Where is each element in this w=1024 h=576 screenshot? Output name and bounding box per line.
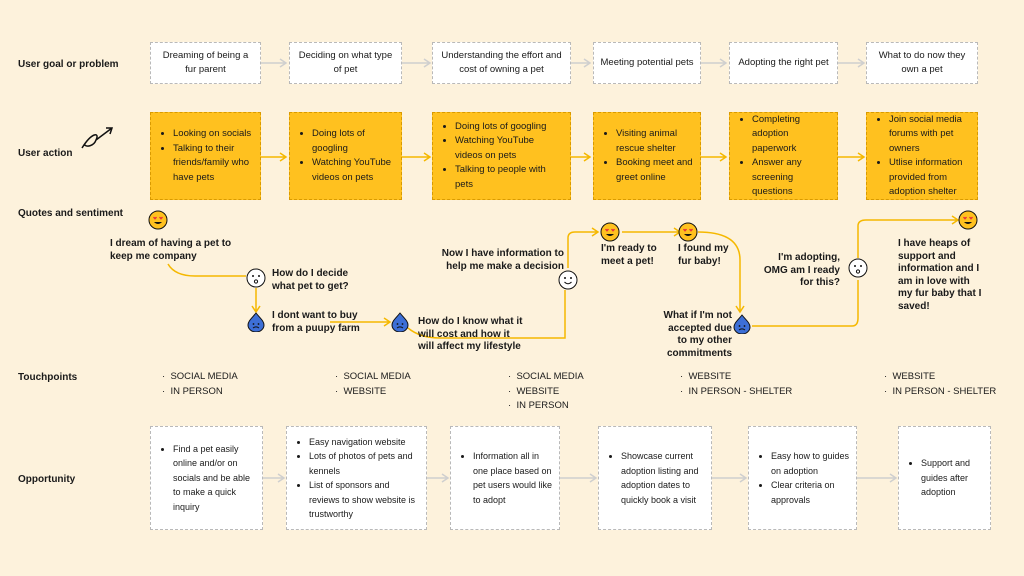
goal-card: Deciding on what type of pet	[289, 42, 402, 84]
quote-text: I found my fur baby!	[678, 243, 729, 267]
touchpoint-item: · WEBSITE	[884, 371, 936, 382]
quote-text: I dont want to buy from a puupy farm	[272, 310, 360, 334]
touchpoint-item: · IN PERSON - SHELTER	[884, 385, 997, 397]
touchpoint-item: · WEBSITE	[508, 385, 560, 397]
quote-text: How do I decide what pet to get?	[272, 268, 349, 292]
goal-card: Meeting potential pets	[593, 42, 701, 84]
sad-face-icon	[733, 314, 751, 334]
smile-face-icon	[558, 270, 578, 290]
touchpoint-item: · SOCIAL MEDIA	[162, 371, 238, 382]
quote-text: I dream of having a pet to keep me compa…	[110, 238, 232, 262]
action-card: Doing lots of googlingWatching YouTube v…	[432, 112, 571, 200]
opportunity-card: Easy navigation websiteLots of photos of…	[286, 426, 427, 530]
touchpoint-list: · WEBSITE · IN PERSON - SHELTER	[884, 370, 996, 399]
row-label-action: User action	[18, 148, 73, 159]
row-label-goal: User goal or problem	[18, 59, 119, 70]
touchpoint-list: · WEBSITE · IN PERSON - SHELTER	[680, 370, 792, 399]
opportunity-card: Information all in one place based on pe…	[450, 426, 560, 530]
quote-text: I have heaps of support and information …	[898, 238, 982, 312]
action-card: Visiting animal rescue shelterBooking me…	[593, 112, 701, 200]
touchpoint-list: · SOCIAL MEDIA · IN PERSON	[162, 370, 238, 399]
action-card: Looking on socialsTalking to their frien…	[150, 112, 261, 200]
action-card: Doing lots of googlingWatching YouTube v…	[289, 112, 402, 200]
touchpoint-item: · SOCIAL MEDIA	[335, 371, 411, 382]
touchpoint-item: · IN PERSON	[162, 385, 223, 397]
heart-eyes-emoji-icon	[958, 210, 978, 230]
quote-text: What if I'm not accepted due to my other…	[663, 310, 732, 359]
touchpoint-list: · SOCIAL MEDIA · WEBSITE · IN PERSON	[508, 370, 584, 414]
touchpoint-item: · WEBSITE	[335, 385, 387, 397]
quote-text: How do I know what it will cost and how …	[418, 316, 523, 352]
touchpoint-list: · SOCIAL MEDIA · WEBSITE	[335, 370, 411, 399]
heart-eyes-emoji-icon	[600, 222, 620, 242]
quote-text: I'm adopting, OMG am I ready for this?	[763, 252, 840, 288]
goal-card: Understanding the effort and cost of own…	[432, 42, 571, 84]
touchpoint-item: · WEBSITE	[680, 371, 732, 382]
quote-text: Now I have information to help me make a…	[441, 248, 564, 272]
surprised-face-icon	[246, 268, 266, 288]
opportunity-card: Find a pet easily online and/or on socia…	[150, 426, 263, 530]
row-label-quotes: Quotes and sentiment	[18, 208, 124, 219]
surprised-face-icon	[848, 258, 868, 278]
opportunity-card: Easy how to guides on adoptionClear crit…	[748, 426, 857, 530]
action-card: Completing adoption paperworkAnswer any …	[729, 112, 838, 200]
opportunity-card: Showcase current adoption listing and ad…	[598, 426, 712, 530]
sad-face-icon	[391, 312, 409, 332]
heart-eyes-emoji-icon	[148, 210, 168, 230]
row-label-opportunity: Opportunity	[18, 474, 76, 485]
sad-face-icon	[247, 312, 265, 332]
goal-card: What to do now they own a pet	[866, 42, 978, 84]
row-label-touchpoints: Touchpoints	[18, 372, 78, 383]
goal-card: Dreaming of being a fur parent	[150, 42, 261, 84]
quote-text: I'm ready to meet a pet!	[601, 243, 657, 267]
touchpoint-item: · IN PERSON - SHELTER	[680, 385, 793, 397]
opportunity-card: Support and guides after adoption	[898, 426, 991, 530]
action-card: Join social media forums with pet owners…	[866, 112, 978, 200]
touchpoint-item: · IN PERSON	[508, 400, 569, 411]
heart-eyes-emoji-icon	[678, 222, 698, 242]
goal-card: Adopting the right pet	[729, 42, 838, 84]
touchpoint-item: · SOCIAL MEDIA	[508, 371, 584, 382]
